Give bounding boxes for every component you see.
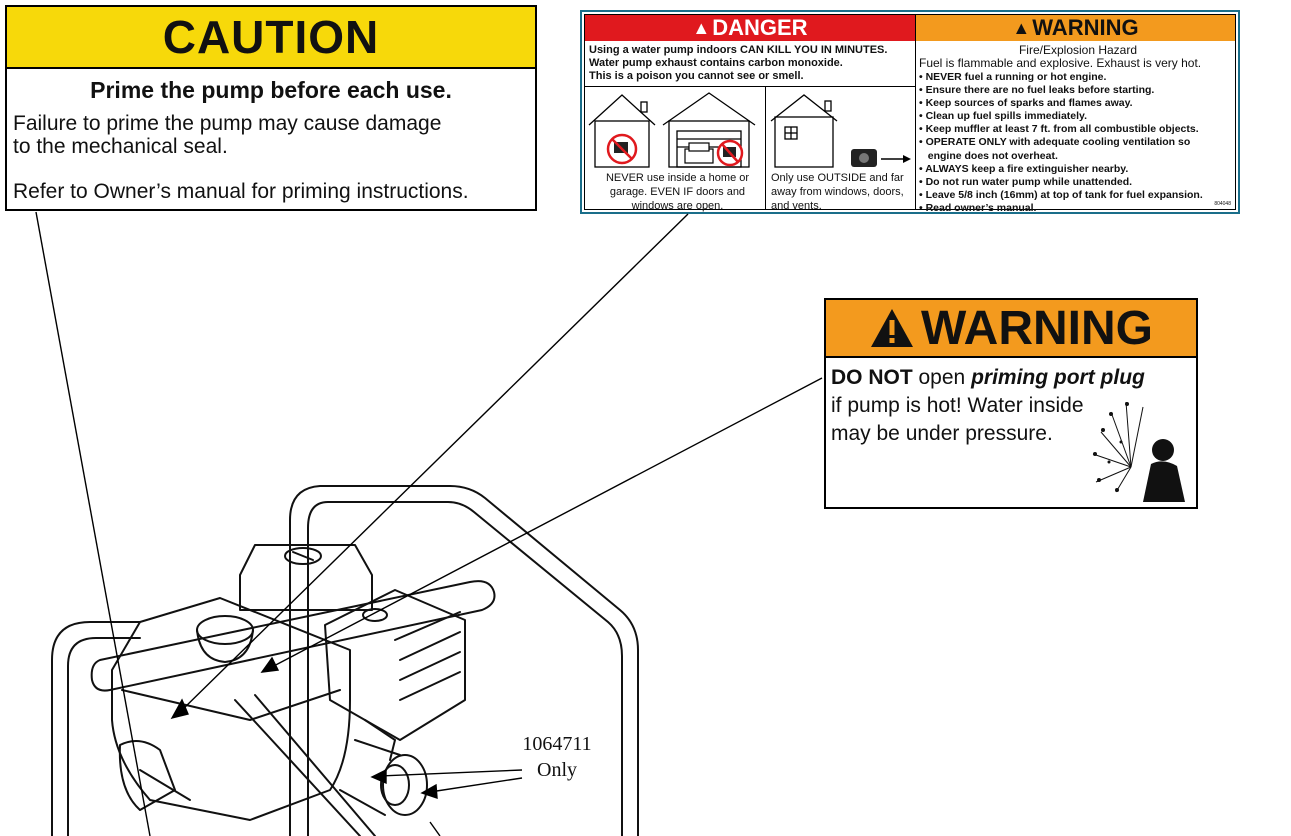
house-icon	[588, 94, 656, 168]
arrowhead	[370, 768, 387, 785]
indoor-caption: NEVER use inside a home or garage. EVEN …	[605, 172, 750, 212]
arrow-right-icon	[881, 155, 911, 163]
fuel-tank	[239, 544, 373, 611]
warning-triangle-icon	[871, 309, 913, 347]
warning-item: • ALWAYS keep a fire extinguisher nearby…	[919, 162, 1129, 175]
pictogram-divider	[765, 86, 766, 209]
leader-line-danger	[179, 213, 689, 713]
car-icon	[684, 142, 714, 164]
engine-lower	[118, 740, 191, 811]
warning-list: • NEVER fuel a running or hot engine. • …	[919, 71, 1239, 215]
warning-header-text: WARNING	[1032, 15, 1139, 40]
frame-back	[289, 485, 639, 836]
priming-warning-header: WARNING	[826, 300, 1196, 358]
caution-label: CAUTION Prime the pump before each use. …	[5, 5, 537, 211]
leader-line-warning	[269, 377, 823, 669]
part-number-note: 1064711 Only	[512, 731, 602, 783]
caution-subheading: Prime the pump before each use.	[90, 77, 452, 103]
frame-front-bar	[90, 580, 496, 836]
arrowhead	[170, 698, 189, 720]
caution-line-2: to the mechanical seal.	[13, 135, 228, 158]
priming-warning-header-text: WARNING	[921, 301, 1153, 355]
leader-line-part-3	[429, 821, 441, 836]
warning-item: • Keep sources of sparks and flames away…	[919, 97, 1133, 110]
outdoor-caption: Only use OUTSIDE and far away from windo…	[771, 172, 904, 212]
warning-item: • Read owner’s manual.	[919, 201, 1037, 214]
warning-item: engine does not overheat.	[919, 149, 1058, 162]
warning-header: ▲ WARNING	[916, 15, 1235, 41]
house-icon	[770, 94, 838, 168]
prohibited-generator-icon	[716, 139, 744, 167]
leader-line-part-1	[379, 769, 523, 777]
priming-warning-line-3: may be under pressure.	[831, 422, 1053, 445]
warning-item: • Clean up fuel spills immediately.	[919, 110, 1088, 123]
control-panel	[324, 589, 466, 741]
open-text: open	[912, 366, 972, 389]
part-number-only: Only	[537, 759, 577, 781]
warning-item: • Keep muffler at least 7 ft. from all c…	[919, 123, 1199, 136]
frame-left	[51, 621, 141, 836]
engine-shroud	[111, 597, 351, 821]
danger-line: Using a water pump indoors CAN KILL YOU …	[589, 44, 888, 56]
danger-line: This is a poison you cannot see or smell…	[589, 70, 804, 82]
warning-item: • Do not run water pump while unattended…	[919, 175, 1133, 188]
danger-warning-label: ▲ DANGER ▲ WARNING Using a water pump in…	[580, 10, 1240, 214]
label-code: 804048	[1214, 201, 1231, 207]
danger-header-text: DANGER	[712, 15, 808, 40]
warning-item: • Ensure there are no fuel leaks before …	[919, 84, 1155, 97]
danger-divider	[585, 86, 915, 87]
prohibited-generator-icon	[606, 133, 638, 165]
generator-icon	[851, 149, 877, 167]
label-divider	[915, 15, 916, 209]
warning-intro: Fuel is flammable and explosive. Exhaust…	[919, 56, 1202, 70]
pictogram-panel	[588, 92, 911, 168]
part-number: 1064711	[522, 733, 592, 755]
arrowhead	[420, 783, 438, 799]
danger-line: Water pump exhaust contains carbon monox…	[589, 57, 843, 69]
do-not-text: DO NOT	[831, 366, 913, 389]
arrowhead	[260, 656, 280, 673]
danger-header: ▲ DANGER	[585, 15, 915, 41]
leader-line-caution	[35, 211, 151, 836]
warning-triangle-icon: ▲	[692, 17, 711, 38]
caution-header: CAUTION	[7, 7, 535, 69]
danger-text: Using a water pump indoors CAN KILL YOU …	[589, 44, 915, 83]
pump-outlet	[339, 719, 428, 816]
warning-item: • Leave 5/8 inch (16mm) at top of tank f…	[919, 188, 1203, 201]
caution-line-3: Refer to Owner’s manual for priming inst…	[13, 180, 469, 203]
caution-line-1: Failure to prime the pump may cause dama…	[13, 112, 442, 135]
leader-line-part-2	[429, 777, 523, 793]
priming-warning-line-1: DO NOT open priming port plug	[831, 366, 1145, 390]
priming-port-plug-text: priming port plug	[971, 366, 1145, 389]
warning-item: • NEVER fuel a running or hot engine.	[919, 71, 1107, 83]
priming-warning-label: WARNING DO NOT open priming port plug if…	[824, 298, 1198, 509]
priming-warning-line-2: if pump is hot! Water inside	[831, 394, 1084, 417]
pressure-spray-hazard-icon	[1092, 401, 1185, 502]
warning-item: • OPERATE ONLY with adequate cooling ven…	[919, 136, 1191, 149]
warning-title: Fire/Explosion Hazard	[1018, 43, 1138, 57]
warning-triangle-icon: ▲	[1012, 17, 1031, 38]
